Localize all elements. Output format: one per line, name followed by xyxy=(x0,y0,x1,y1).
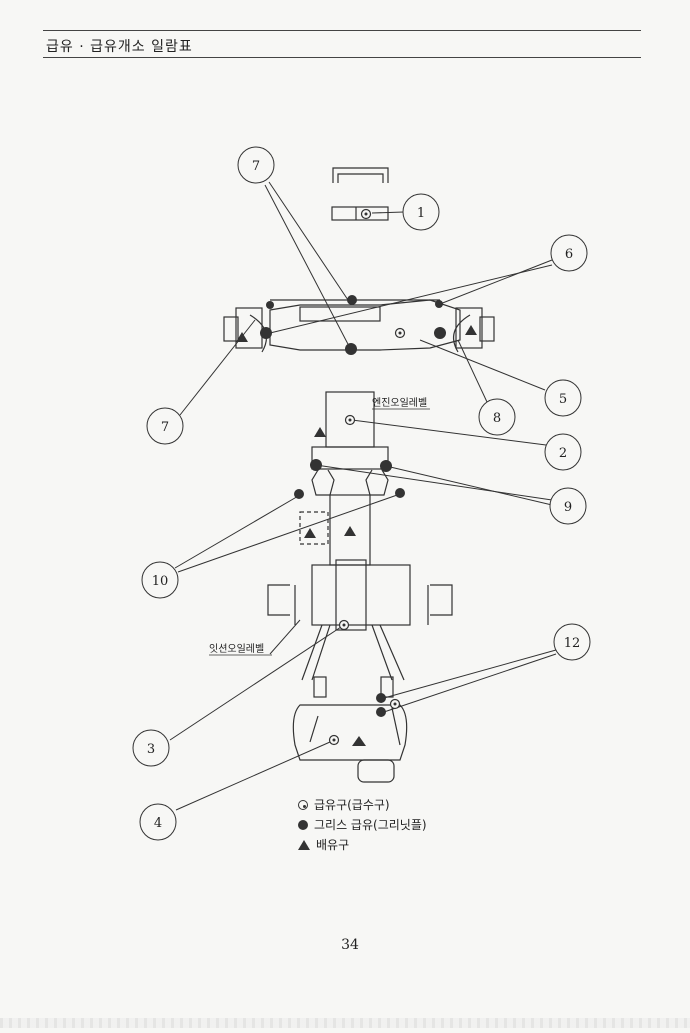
callout-12 xyxy=(139,803,177,841)
legend-item-filler: 급유구(급수구) xyxy=(298,795,427,815)
callout-2-label: 2 xyxy=(559,446,567,461)
leader-9b xyxy=(177,493,401,573)
callout-8-label: 9 xyxy=(564,500,572,515)
callout-2 xyxy=(544,433,582,471)
callout-7-left-label: 7 xyxy=(161,420,169,435)
leader-6b xyxy=(264,184,351,349)
drain-symbol-icon xyxy=(298,840,310,850)
grease-point xyxy=(434,327,446,339)
scan-edge-strip xyxy=(0,1018,690,1028)
callout-9-label: 10 xyxy=(152,574,169,589)
callout-4-label: 5 xyxy=(559,392,567,407)
callout-9 xyxy=(141,561,179,599)
leader-mission-oil xyxy=(269,619,301,655)
callout-3 xyxy=(132,729,170,767)
grease-point xyxy=(435,300,443,308)
callout-10-label: 12 xyxy=(564,636,581,651)
callout-5-label: 6 xyxy=(565,247,573,262)
grease-point xyxy=(380,460,392,472)
hood-bracket xyxy=(332,167,389,183)
filler-symbol-icon xyxy=(298,800,308,810)
grease-point xyxy=(266,301,274,309)
grease-point xyxy=(395,488,405,498)
grease-point xyxy=(376,707,386,717)
legend-item-drain: 배유구 xyxy=(298,835,427,855)
grease-symbol-icon xyxy=(298,820,308,830)
leader-10a xyxy=(383,649,557,699)
page-title: 급유 · 급유개소 일람표 xyxy=(46,39,193,55)
callout-6 xyxy=(237,146,275,184)
grease-point xyxy=(260,327,272,339)
legend-label: 배유구 xyxy=(316,838,350,852)
front-axle xyxy=(223,299,495,353)
callout-8 xyxy=(549,487,587,525)
callout-7-right-label: 8 xyxy=(493,411,501,426)
callout-4 xyxy=(544,379,582,417)
callout-10 xyxy=(553,623,591,661)
grease-point xyxy=(345,343,357,355)
chassis-frame xyxy=(267,469,453,783)
header-bottom-rule xyxy=(43,57,641,58)
callout-7-left xyxy=(146,407,184,445)
leader-2 xyxy=(351,419,547,446)
leader-7r xyxy=(457,339,488,403)
leader-12 xyxy=(175,741,331,811)
grease-point xyxy=(294,489,304,499)
plate-part xyxy=(331,206,389,221)
drain-points xyxy=(236,325,477,746)
callout-1 xyxy=(402,193,440,231)
leader-8a xyxy=(315,464,553,501)
leader-7l xyxy=(179,319,256,416)
callout-7-right xyxy=(478,398,516,436)
page-number: 34 xyxy=(341,937,359,953)
grease-point xyxy=(347,295,357,305)
leader-4 xyxy=(419,339,546,391)
mission-oil-level-label: 잇션오일레벨 xyxy=(209,643,264,655)
filler-points xyxy=(328,208,406,746)
leader-3 xyxy=(169,624,345,741)
legend-item-grease: 그리스 급유(그리닛플) xyxy=(298,815,427,835)
grease-point xyxy=(376,693,386,703)
leader-1 xyxy=(371,211,405,214)
engine-oil-level-label: 엔진오일레벨 xyxy=(372,397,427,409)
leader-10b xyxy=(383,653,557,713)
grease-point xyxy=(310,459,322,471)
callout-12-label: 4 xyxy=(154,816,162,831)
header-top-rule xyxy=(43,30,641,31)
legend-label: 급유구(급수구) xyxy=(314,798,390,812)
legend-label: 그리스 급유(그리닛플) xyxy=(314,818,427,832)
callout-5 xyxy=(550,234,588,272)
leader-6a xyxy=(268,181,349,301)
leader-5a xyxy=(439,259,553,305)
leader-5b xyxy=(269,264,553,334)
leader-8b xyxy=(385,465,553,506)
legend: 급유구(급수구) 그리스 급유(그리닛플) 배유구 xyxy=(298,795,427,855)
callout-6-label: 7 xyxy=(252,159,260,174)
leader-9a xyxy=(174,494,301,569)
callout-1-label: 1 xyxy=(417,206,425,221)
callout-3-label: 3 xyxy=(147,742,155,757)
